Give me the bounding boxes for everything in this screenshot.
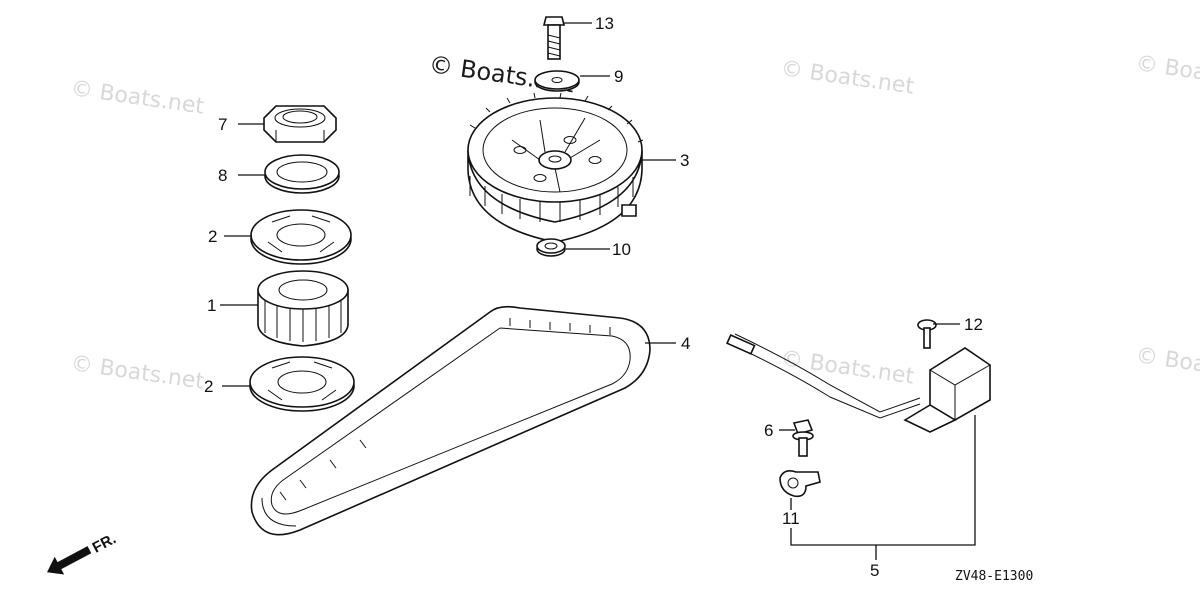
- part-7-nut: [263, 105, 337, 143]
- callout-6: 6: [764, 421, 773, 440]
- watermark-edge-mid: © Boats.net: [1134, 343, 1200, 386]
- part-13-bolt: [542, 16, 566, 60]
- part-2-lower-plate: [249, 356, 355, 412]
- part-5-pulser-coil: [726, 333, 991, 433]
- watermark-edge-top: © Boats.net: [1134, 51, 1200, 94]
- part-6-bolt: [792, 419, 814, 457]
- watermark-top-right: © Boats.net: [779, 56, 916, 99]
- watermark-mid-left: © Boats.net: [69, 351, 206, 394]
- arrow-front-icon: FR.: [47, 530, 119, 575]
- part-8-washer: [264, 154, 340, 194]
- callout-2-lower: 2: [204, 377, 213, 396]
- callout-10: 10: [612, 240, 631, 259]
- direction-label: FR.: [90, 530, 119, 556]
- callout-11: 11: [782, 509, 800, 528]
- callout-8: 8: [218, 166, 227, 185]
- watermark-mid-right: © Boats.net: [779, 346, 916, 389]
- part-12-screw: [917, 319, 937, 349]
- leader-lines: [220, 22, 976, 560]
- part-9-washer: [534, 70, 580, 92]
- callout-labels: 13 9 3 10 7 8 2 1 2 4 12 6 11 5: [204, 14, 983, 580]
- callout-7: 7: [218, 115, 227, 134]
- part-4-timing-belt: [250, 305, 651, 536]
- callout-13: 13: [595, 14, 614, 33]
- callout-3: 3: [680, 151, 689, 170]
- part-10-washer: [536, 238, 566, 257]
- callout-12: 12: [964, 315, 983, 334]
- callout-4: 4: [681, 334, 690, 353]
- part-2-upper-plate: [250, 209, 352, 265]
- callout-1: 1: [207, 296, 216, 315]
- callout-9: 9: [614, 67, 623, 86]
- callout-5: 5: [870, 561, 879, 580]
- watermark-top-left: © Boats.net: [69, 76, 206, 119]
- part-3-cam-pulley: [467, 92, 644, 243]
- part-11-clamp: [779, 470, 821, 498]
- part-1-crank-pulley: [257, 270, 349, 347]
- diagram-code: ZV48-E1300: [955, 569, 1033, 584]
- callout-2-upper: 2: [208, 227, 217, 246]
